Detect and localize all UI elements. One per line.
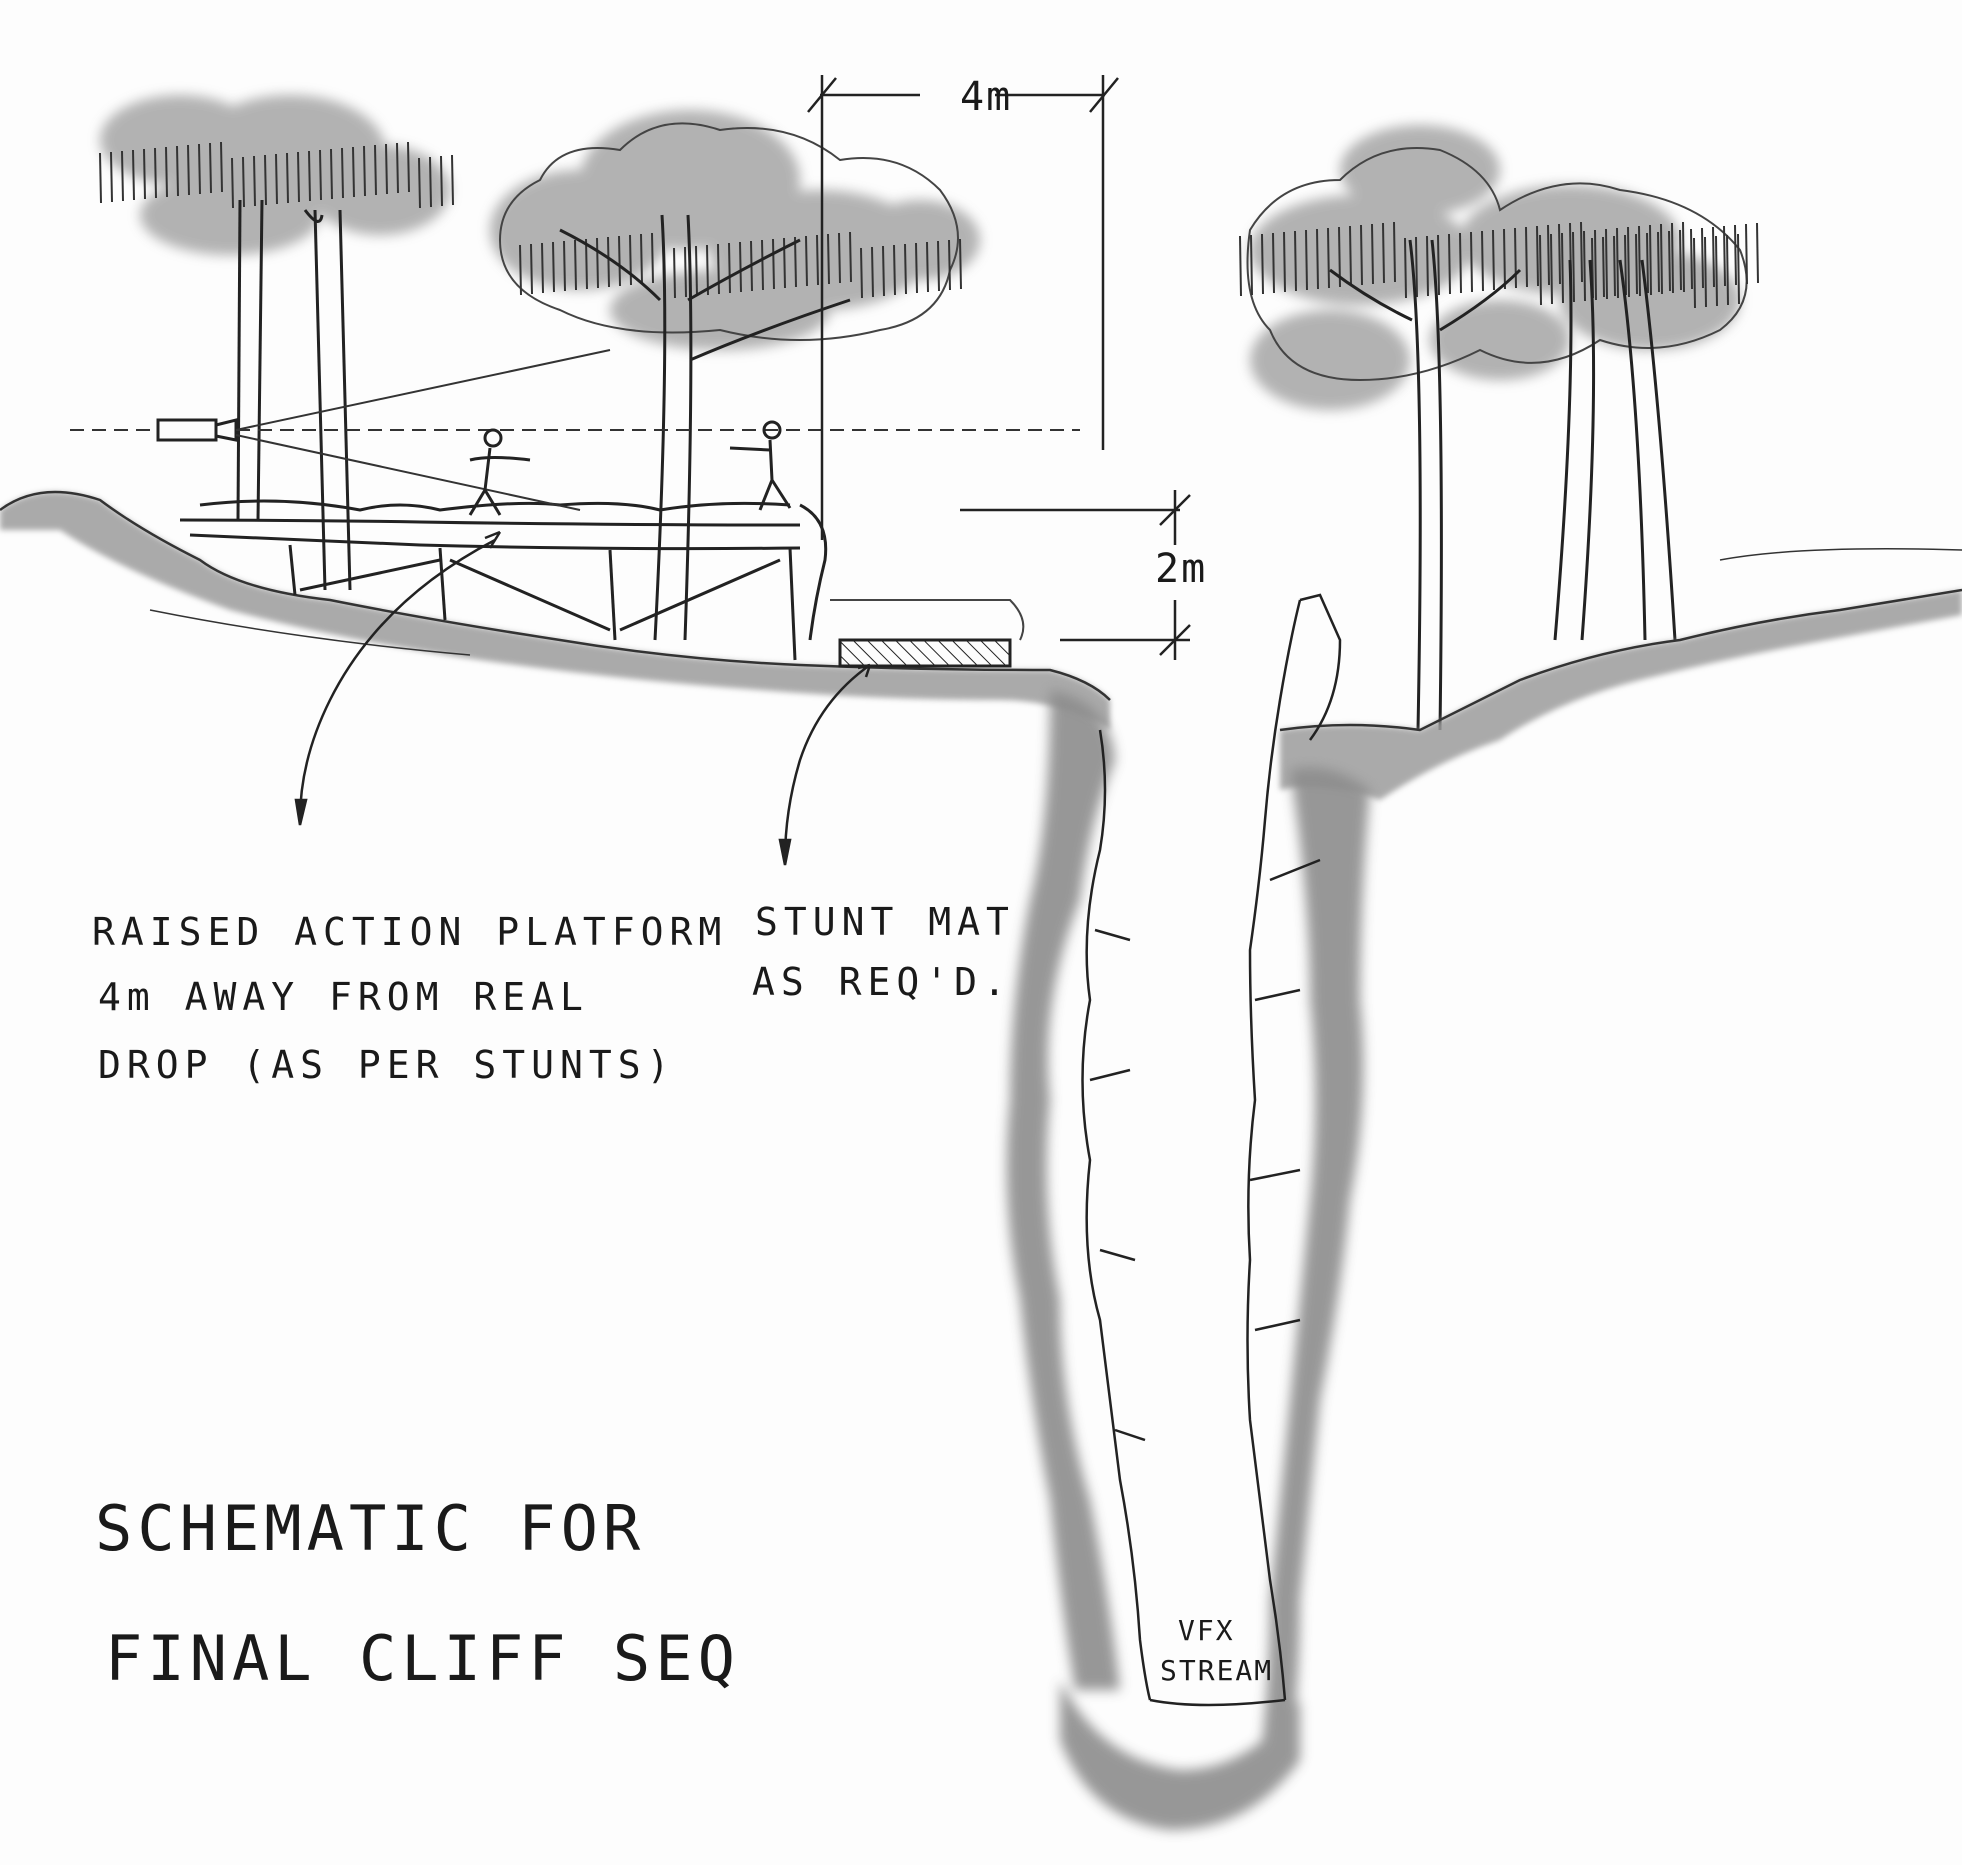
canyon-wash [1006, 690, 1370, 1830]
camera-icon [156, 418, 238, 442]
stream-label: VFX STREAM [1160, 1614, 1273, 1687]
stream-label-line-2: STREAM [1160, 1654, 1273, 1687]
platform-note-line-3: DROP (AS PER STUNTS) [98, 1043, 676, 1087]
stunt-performer-right [729, 420, 792, 511]
mat-note-line-1: STUNT MAT [755, 900, 1015, 944]
stunt-performer-left [468, 428, 531, 516]
camera-sightlines [70, 349, 1080, 511]
foliage-hatching [99, 141, 1759, 309]
stream-label-line-1: VFX [1178, 1614, 1235, 1647]
platform-note-line-1: RAISED ACTION PLATFORM [92, 910, 727, 954]
annotation-arrows [294, 530, 872, 866]
tree-trunks [236, 199, 1677, 731]
platform-note-line-2: 4m AWAY FROM REAL [98, 975, 589, 1019]
center-tree-foliage [490, 110, 980, 350]
mat-note-line-2: AS REQ'D. [752, 960, 1012, 1004]
right-tree-foliage [1250, 125, 1740, 410]
dimension-4m-label: 4m [960, 74, 1012, 120]
platform-note: RAISED ACTION PLATFORM 4m AWAY FROM REAL… [92, 910, 727, 1087]
dimension-2m-label: 2m [1155, 546, 1207, 592]
left-tree-foliage [100, 95, 450, 255]
title-line-1: SCHEMATIC FOR [95, 1492, 645, 1565]
dimension-lines [807, 75, 1191, 660]
canyon-rock-lines [1081, 593, 1342, 1707]
mat-note: STUNT MAT AS REQ'D. [752, 900, 1015, 1004]
ground-wash [0, 492, 1962, 800]
ground-outline [0, 490, 1962, 732]
stunt-mat [830, 599, 1025, 668]
title-line-2: FINAL CLIFF SEQ [105, 1622, 740, 1695]
schematic-title: SCHEMATIC FOR FINAL CLIFF SEQ [95, 1492, 740, 1695]
action-platform [179, 499, 828, 661]
